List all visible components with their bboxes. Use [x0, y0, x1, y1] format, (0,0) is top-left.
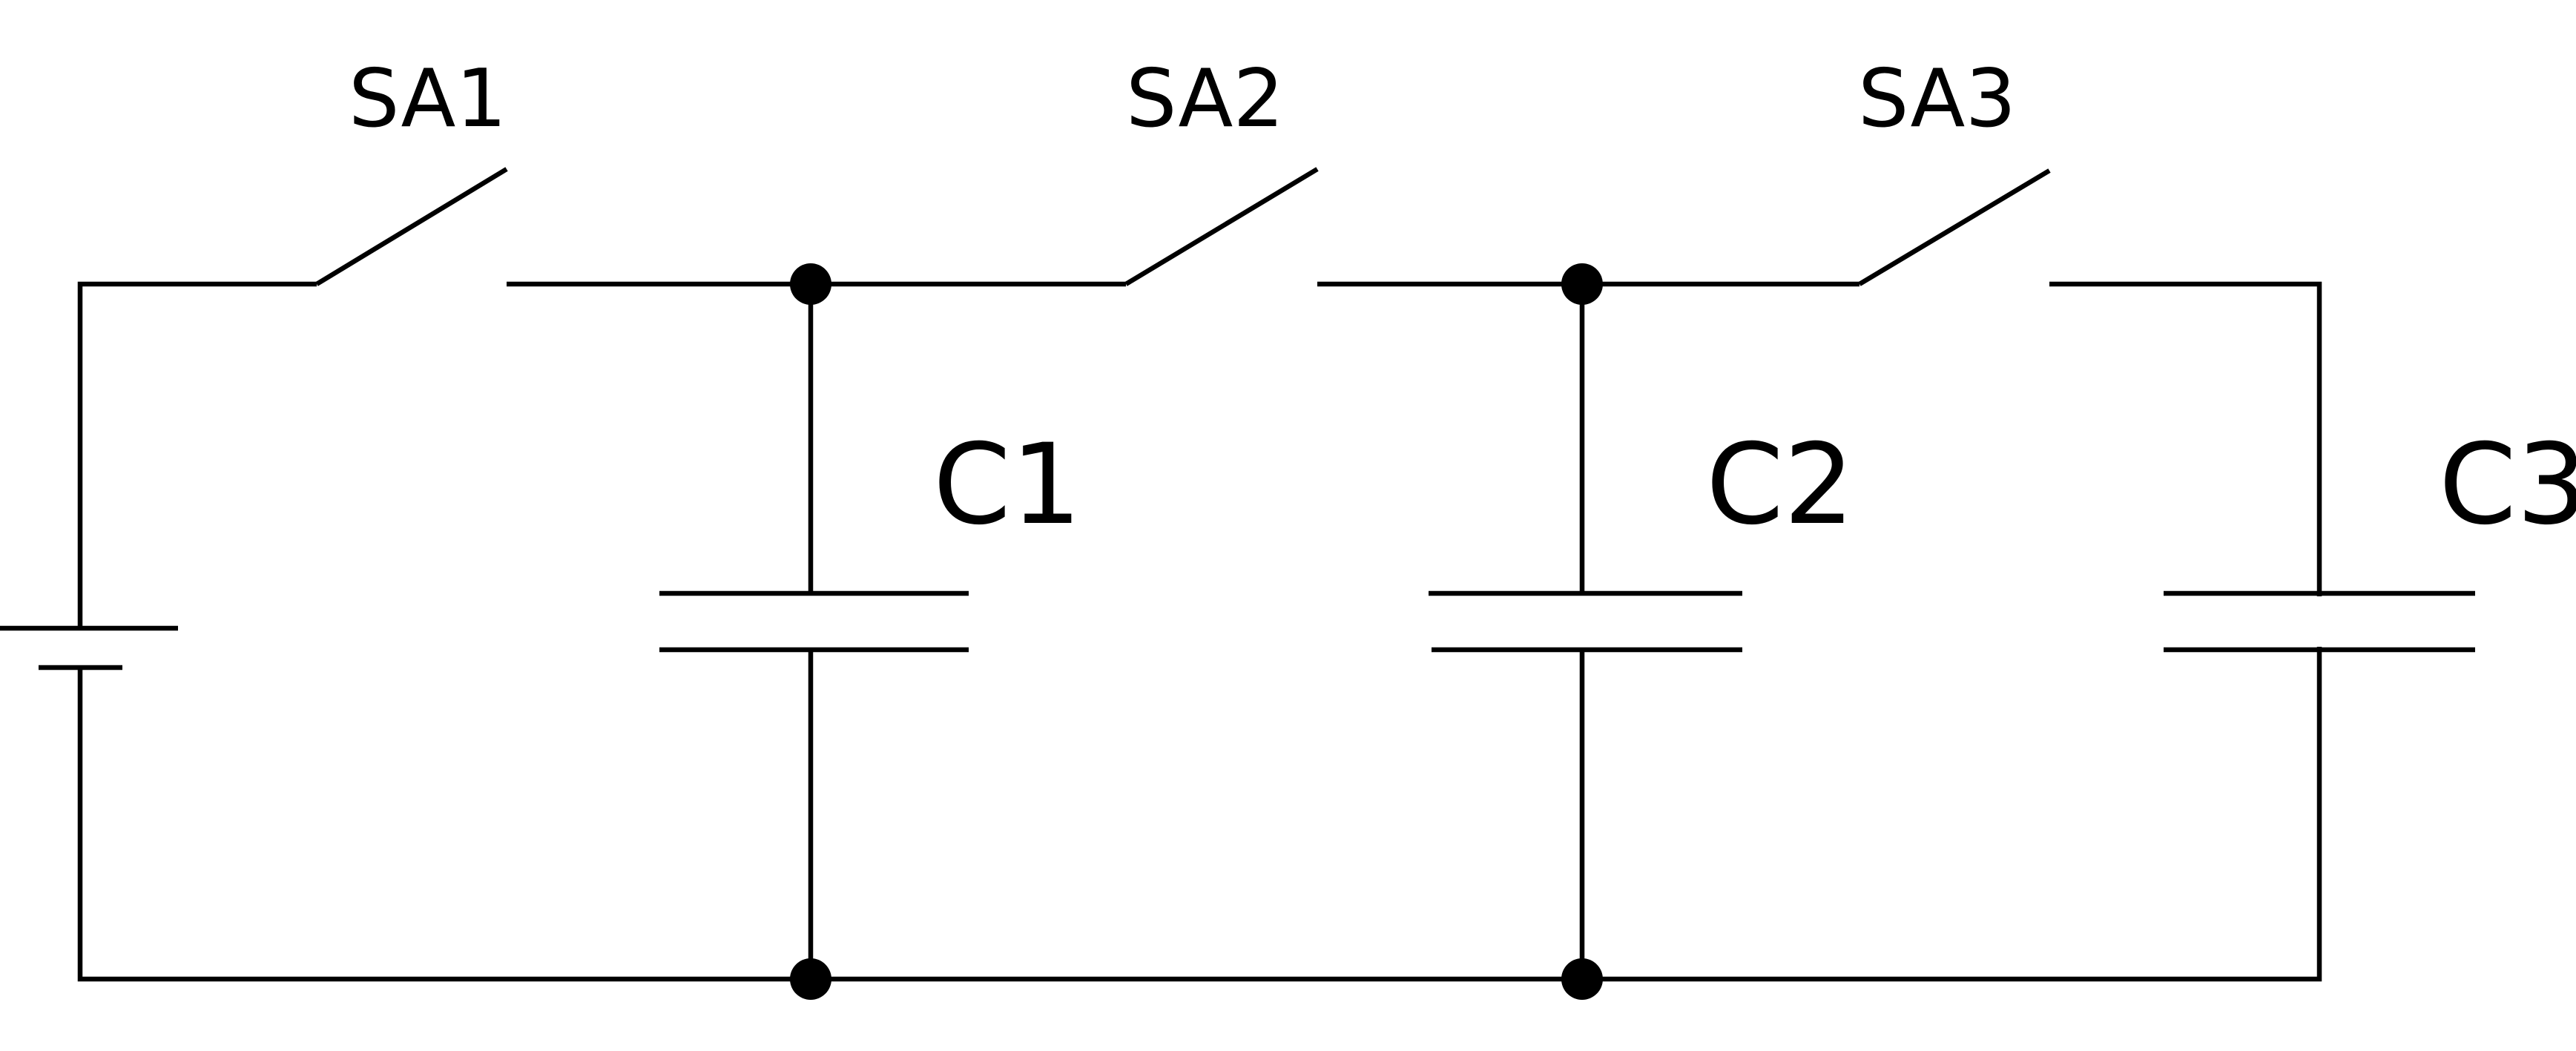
switch-sa3-label: SA3 — [1858, 53, 2016, 145]
capacitor-c3 — [2164, 590, 2475, 653]
switch-sa1-label: SA1 — [349, 53, 507, 145]
switch-sa2[interactable] — [1124, 167, 1319, 286]
capacitor-c2-label: C2 — [1706, 421, 1854, 550]
right-wire — [1582, 281, 2322, 982]
capacitor-c1 — [659, 284, 969, 979]
capacitor-c2 — [1429, 284, 1742, 979]
left-wire-bottom — [77, 668, 811, 982]
switch-sa2-blade — [1124, 167, 1319, 286]
switch-sa1[interactable] — [315, 167, 508, 286]
switch-sa3-blade — [1858, 168, 2051, 286]
c3-plate-gap-mask — [2307, 596, 2332, 647]
capacitor-c3-label: C3 — [2439, 421, 2576, 550]
junction-node-bottom-1 — [790, 958, 831, 1000]
switch-sa2-label: SA2 — [1126, 53, 1284, 145]
switch-sa1-blade — [315, 167, 508, 286]
left-wire-top — [77, 281, 317, 628]
junction-node-top-2 — [1561, 263, 1603, 305]
junction-node-top-1 — [790, 263, 831, 305]
switch-sa3[interactable] — [1858, 168, 2051, 286]
battery — [0, 281, 811, 982]
capacitor-c1-label: C1 — [933, 421, 1081, 550]
junction-node-bottom-2 — [1561, 958, 1603, 1000]
